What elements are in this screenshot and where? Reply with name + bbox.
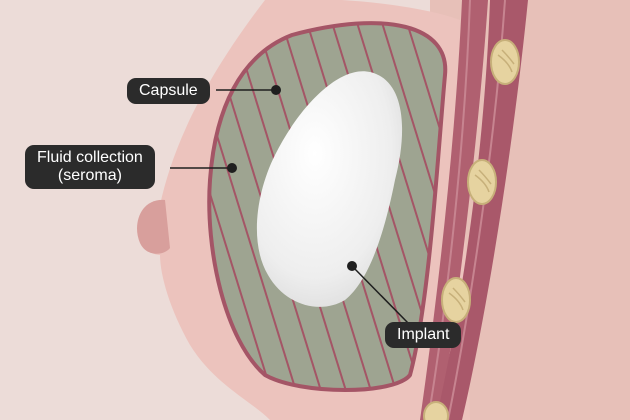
nipple bbox=[137, 199, 170, 254]
implant-shape bbox=[256, 71, 403, 307]
implant-label: Implant bbox=[385, 322, 462, 348]
capsule-label: Capsule bbox=[127, 78, 210, 104]
capsule-pointer-dot bbox=[271, 85, 281, 95]
ribs bbox=[423, 39, 520, 420]
implant-pointer-dot bbox=[347, 261, 357, 271]
leader-lines bbox=[170, 89, 411, 326]
fluid-pointer-dot bbox=[227, 163, 237, 173]
fluid-collection-label: Fluid collection (seroma) bbox=[25, 145, 155, 189]
